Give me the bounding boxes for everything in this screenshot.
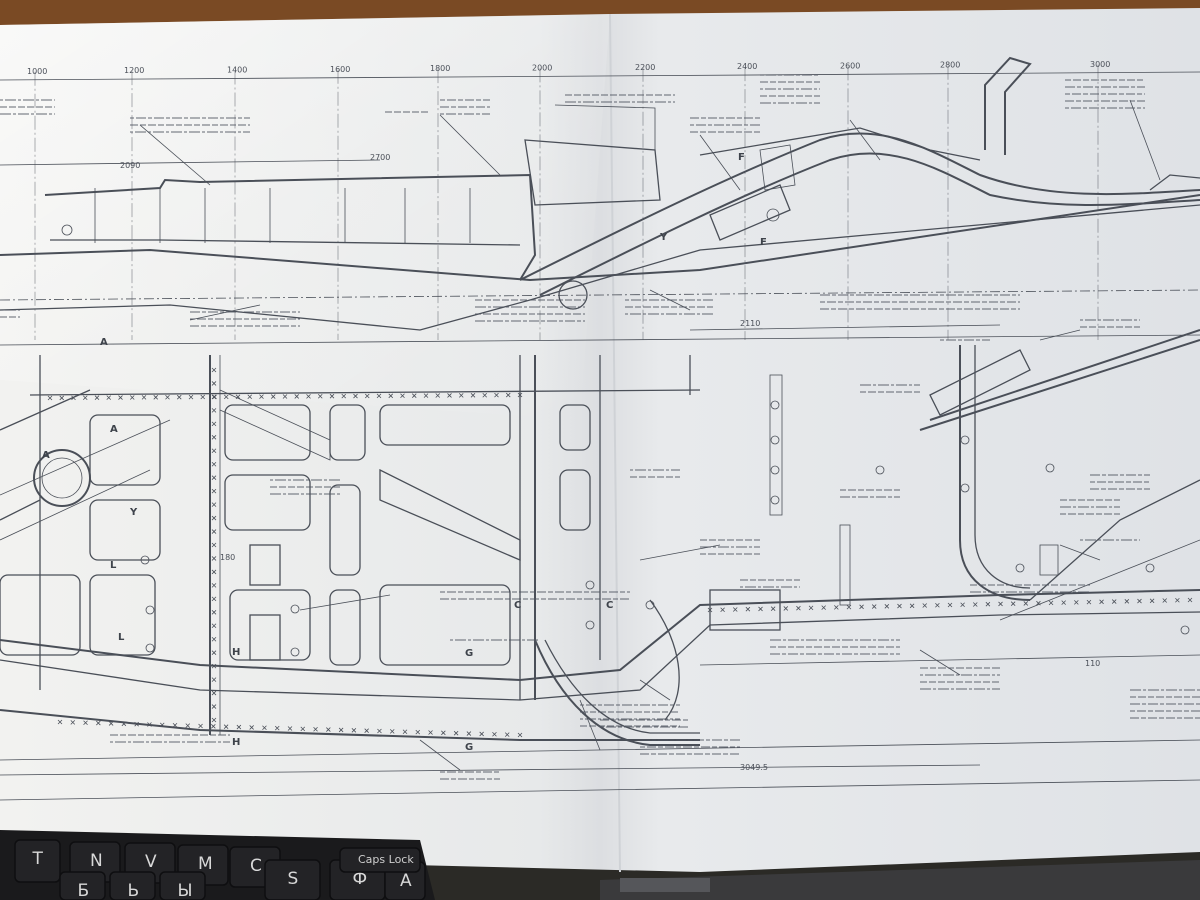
section-marker: H [232, 647, 240, 658]
keycap [339, 847, 421, 873]
device-label [620, 878, 710, 892]
scale-tick-label: 1600 [330, 65, 350, 74]
keycap [59, 871, 106, 900]
keycap-label: S [288, 869, 299, 889]
scale-tick-label: 1200 [124, 66, 144, 75]
section-marker: G [465, 648, 473, 659]
keycap [264, 859, 321, 900]
dimension-lines: 2700 2090 2110 110 180 3049.5 A A A Y Y F F L L H H C C G G [0, 99, 1200, 801]
keycap-label: Б [78, 881, 90, 900]
keycap-label: Ф [353, 869, 368, 889]
scale-tick-label: 2200 [635, 63, 655, 72]
scale-tick-label: 1000 [27, 67, 47, 76]
section-marker: L [118, 632, 125, 643]
dimension-label: 110 [1085, 659, 1100, 668]
scale-tick-label: 2000 [532, 63, 552, 72]
section-marker: A [110, 424, 118, 435]
keycap [159, 871, 206, 900]
keycap-label: Caps Lock [358, 853, 414, 866]
keycap-label: Ы [178, 881, 193, 900]
scale-tick-label: 3000 [1090, 60, 1110, 69]
keycap [109, 871, 156, 900]
section-marker: H [232, 737, 240, 748]
keycap-label: Т [32, 849, 44, 869]
dimension-label: 2700 [370, 153, 390, 162]
keycap-label: Ь [128, 881, 140, 900]
section-marker: G [465, 742, 473, 753]
scale-tick-label: 1800 [430, 64, 450, 73]
dimension-label: 3049.5 [740, 763, 768, 772]
section-marker: A [100, 337, 108, 348]
section-marker: C [606, 600, 613, 611]
frame-plan-view [0, 329, 1200, 746]
scale-tick-label: 2600 [840, 61, 860, 70]
dimension-label: 180 [220, 553, 235, 562]
keycap-label: С [250, 856, 262, 876]
section-marker: L [110, 560, 117, 571]
section-marker: Y [659, 232, 668, 243]
paper-fold [609, 13, 621, 873]
keycap [14, 839, 61, 883]
section-marker: F [738, 152, 745, 163]
keycap-label: V [145, 852, 157, 872]
keycap-label: M [198, 854, 213, 874]
keycap-label: А [400, 871, 412, 891]
desk-device [600, 860, 1200, 900]
frame-side-view [0, 56, 1200, 331]
keyboard: Т N V M С Ь Б Ы S Ф А Caps Lock [0, 830, 435, 900]
scale-ruler: 1000 1200 1400 1600 1800 2000 2200 2400 2600 2800… [0, 60, 1200, 340]
dimension-label: 2110 [740, 319, 760, 328]
keycap-label: N [90, 851, 103, 871]
light-glare [0, 14, 610, 420]
section-marker: A [42, 450, 50, 461]
section-marker: Y [129, 507, 138, 518]
section-marker: C [514, 600, 521, 611]
section-marker: F [760, 237, 767, 248]
scale-tick-label: 1400 [227, 65, 247, 74]
scale-tick-label: 2400 [737, 62, 757, 71]
dimension-label: 2090 [120, 161, 140, 170]
scale-tick-label: 2800 [940, 61, 960, 70]
annotation-notes [0, 74, 1200, 780]
